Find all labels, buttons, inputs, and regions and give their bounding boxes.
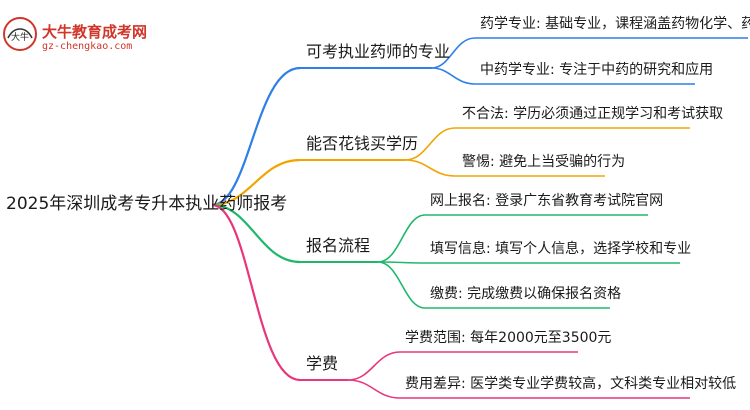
link-b2-l2	[377, 261, 426, 309]
leaf-fee-difference: 费用差异: 医学类专业学费较高，文科类专业相对较低	[405, 376, 737, 392]
branch-registration: 报名流程	[306, 236, 371, 255]
link-b0-l0	[431, 37, 476, 69]
branch-tuition: 学费	[306, 354, 339, 373]
link-root-b1	[211, 158, 301, 207]
leaf-illegal: 不合法: 学历必须通过正规学习和考试获取	[462, 106, 724, 122]
link-b1-l1	[404, 159, 456, 177]
link-b2-l0	[377, 214, 426, 263]
link-root-b0	[211, 66, 301, 207]
site-logo[interactable]: 大牛 大牛教育成考网 gz-chengkao.com	[2, 14, 182, 54]
leaf-caution: 警惕: 避免上当受骗的行为	[462, 154, 626, 170]
branch-licensed-majors: 可考执业药师的专业	[306, 42, 451, 61]
leaf-online-registration: 网上报名: 登录广东省教育考试院官网	[430, 193, 664, 209]
leaf-tcm-pharmacy: 中药学专业: 专注于中药的研究和应用	[480, 62, 714, 78]
leaf-fee-range: 学费范围: 每年2000元至3500元	[405, 330, 612, 346]
link-root-b3	[211, 203, 301, 382]
leaf-payment: 缴费: 完成缴费以确保报名资格	[430, 286, 622, 302]
link-b3-l1	[347, 379, 401, 399]
branch-buy-diploma: 能否花钱买学历	[306, 134, 419, 153]
link-b1-l0	[404, 127, 456, 161]
logo-mark-text: 大牛	[11, 31, 29, 43]
link-b0-l1	[431, 67, 476, 85]
link-b2-l1	[377, 261, 426, 264]
logo-name: 大牛教育成考网	[42, 23, 148, 41]
link-b3-l0	[347, 351, 401, 381]
root-topic: 2025年深圳成考专升本执业药师报考	[6, 194, 288, 214]
link-root-b2	[211, 203, 301, 264]
logo-mark-icon: 大牛	[3, 17, 37, 51]
logo-url: gz-chengkao.com	[42, 41, 133, 52]
leaf-fill-info: 填写信息: 填写个人信息，选择学校和专业	[430, 241, 692, 257]
leaf-pharmacy: 药学专业: 基础专业，课程涵盖药物化学、药理学	[480, 16, 750, 32]
